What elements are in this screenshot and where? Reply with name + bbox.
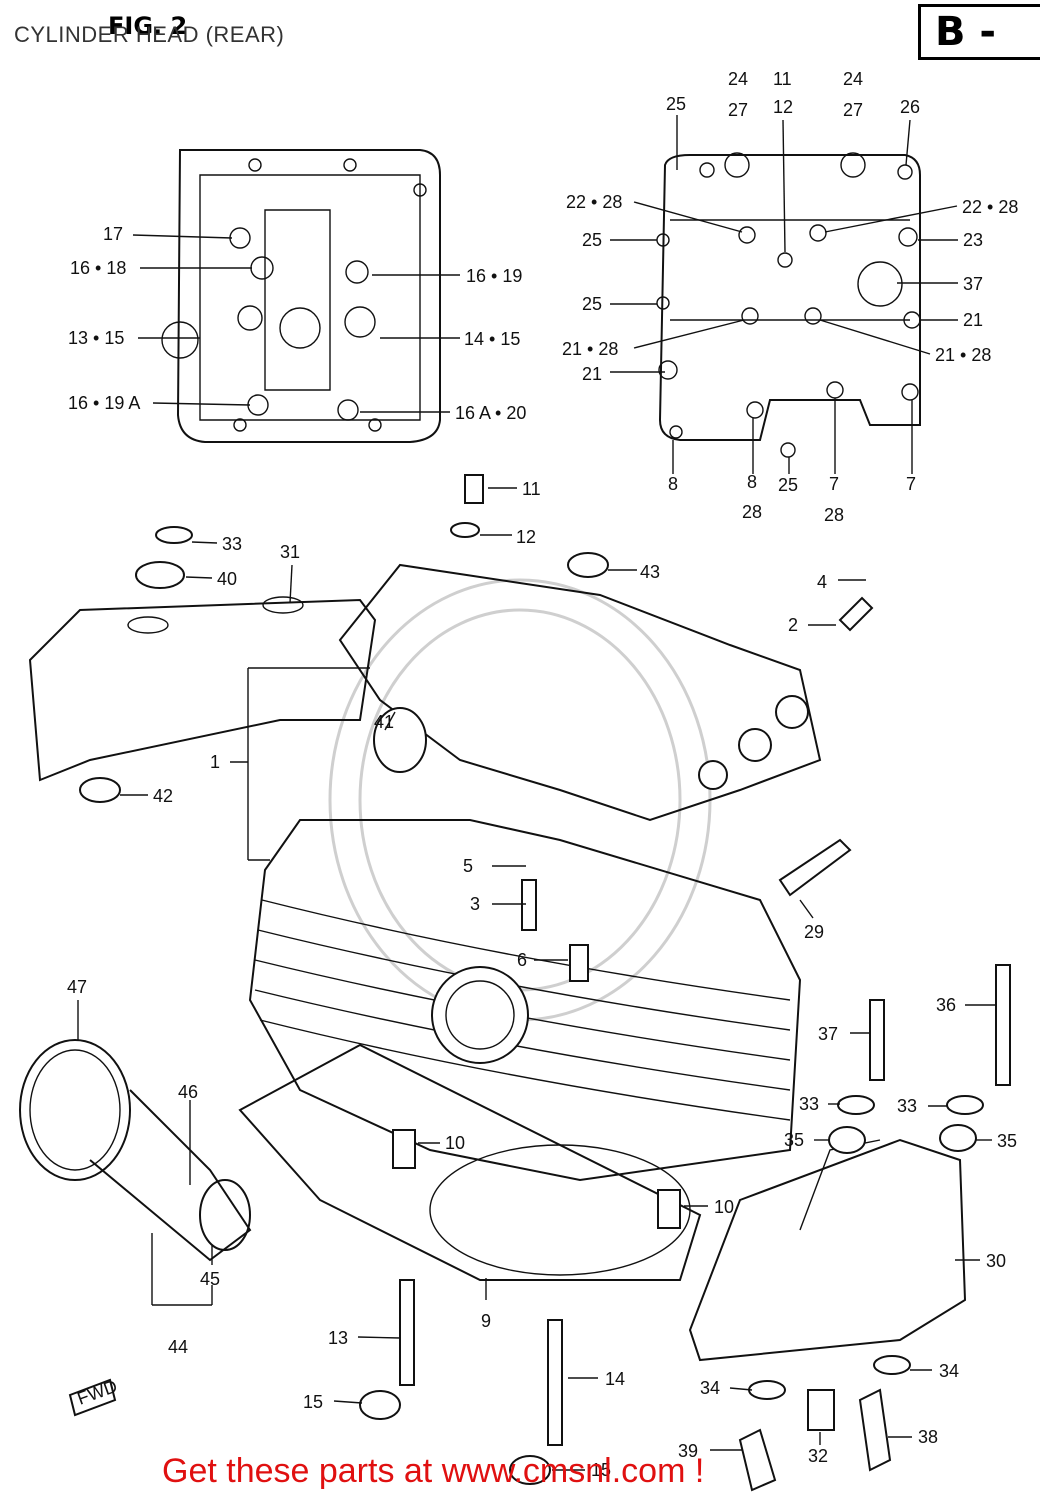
callout-6: 6 <box>517 950 527 970</box>
callout-14-15: 14 • 15 <box>464 329 520 349</box>
callout-7-right: 7 <box>906 474 916 494</box>
callout-25-left-b: 25 <box>582 294 602 314</box>
callout-21-right: 21 <box>963 310 983 330</box>
callout-33-top: 33 <box>222 534 242 554</box>
parts-shop-link[interactable]: Get these parts at www.cmsnl.com ! <box>162 1452 705 1490</box>
callout-17: 17 <box>103 224 123 244</box>
callout-10-left: 10 <box>445 1133 465 1153</box>
callout-16-18: 16 • 18 <box>70 258 126 278</box>
cylinder-head <box>248 819 802 1182</box>
callout-15-bottom: 15 <box>591 1460 611 1480</box>
callout-44: 44 <box>168 1337 188 1357</box>
callout-15-left: 15 <box>303 1392 323 1412</box>
callout-25-top: 25 <box>666 94 686 114</box>
callout-23: 23 <box>963 230 983 250</box>
small-parts <box>68 474 1011 1492</box>
callout-28-right: 28 <box>824 505 844 525</box>
callout-16-a-20: 16 A • 20 <box>455 403 526 423</box>
callout-33-right: 33 <box>897 1096 917 1116</box>
callout-35-left: 35 <box>784 1130 804 1150</box>
callout-26: 26 <box>900 97 920 117</box>
callout-13-15: 13 • 15 <box>68 328 124 348</box>
callout-1: 1 <box>210 752 220 772</box>
heat-shield-31 <box>28 596 377 782</box>
callout-25-left-a: 25 <box>582 230 602 250</box>
callout-28-mid: 28 <box>742 502 762 522</box>
section-badge: B - <box>918 4 1040 60</box>
intake-pipe-44 <box>19 1039 252 1262</box>
callout-12-top: 12 <box>773 97 793 117</box>
callout-32: 32 <box>808 1446 828 1466</box>
callout-25-bottom: 25 <box>778 475 798 495</box>
callout-45: 45 <box>200 1269 220 1289</box>
callout-2: 2 <box>788 615 798 635</box>
head-gasket-9 <box>238 1043 702 1281</box>
callout-3: 3 <box>470 894 480 914</box>
callout-42: 42 <box>153 786 173 806</box>
callout-41: 41 <box>374 712 394 732</box>
cover-bottom-view <box>656 152 921 458</box>
callout-27-left: 27 <box>728 100 748 120</box>
diagram-title: CYLINDER HEAD (REAR) <box>14 22 285 47</box>
callout-37: 37 <box>818 1024 838 1044</box>
callout-7-mid: 7 <box>829 474 839 494</box>
callout-24-left: 24 <box>728 69 748 89</box>
cylinder-head-cover <box>338 563 822 822</box>
callout-labels: 17 16 • 18 16 • 19 13 • 15 14 • 15 16 • … <box>67 69 1018 1480</box>
callout-13: 13 <box>328 1328 348 1348</box>
callout-8-mid: 8 <box>747 472 757 492</box>
callout-34-left: 34 <box>700 1378 720 1398</box>
callout-9: 9 <box>481 1311 491 1331</box>
callout-29: 29 <box>804 922 824 942</box>
callout-43: 43 <box>640 562 660 582</box>
callout-5: 5 <box>463 856 473 876</box>
callout-37-cover: 37 <box>963 274 983 294</box>
callout-10-right: 10 <box>714 1197 734 1217</box>
callout-21-28-left: 21 • 28 <box>562 339 618 359</box>
side-cover-30 <box>688 1138 967 1362</box>
callout-16-19: 16 • 19 <box>466 266 522 286</box>
callout-38: 38 <box>918 1427 938 1447</box>
callout-31: 31 <box>280 542 300 562</box>
callout-30: 30 <box>986 1251 1006 1271</box>
head-top-view <box>161 149 441 443</box>
callout-14: 14 <box>605 1369 625 1389</box>
callout-40: 40 <box>217 569 237 589</box>
callout-8-left: 8 <box>668 474 678 494</box>
callout-36: 36 <box>936 995 956 1015</box>
callout-27-right: 27 <box>843 100 863 120</box>
callout-11-top: 11 <box>773 69 792 89</box>
callout-12: 12 <box>516 527 536 547</box>
callout-47: 47 <box>67 977 87 997</box>
callout-35-right: 35 <box>997 1131 1017 1151</box>
callout-39: 39 <box>678 1441 698 1461</box>
callout-22-28-right: 22 • 28 <box>962 197 1018 217</box>
callout-4: 4 <box>817 572 827 592</box>
leader-lines <box>77 115 996 1471</box>
callout-33-mid: 33 <box>799 1094 819 1114</box>
callout-21-left: 21 <box>582 364 602 384</box>
figure-number: FIG. 2 <box>108 12 188 40</box>
callout-11: 11 <box>522 479 541 499</box>
callout-46: 46 <box>178 1082 198 1102</box>
callout-22-28-left: 22 • 28 <box>566 192 622 212</box>
callout-34-right: 34 <box>939 1361 959 1381</box>
callout-24-right: 24 <box>843 69 863 89</box>
callout-16-19-a: 16 • 19 A <box>68 393 140 413</box>
callout-21-28-right: 21 • 28 <box>935 345 991 365</box>
